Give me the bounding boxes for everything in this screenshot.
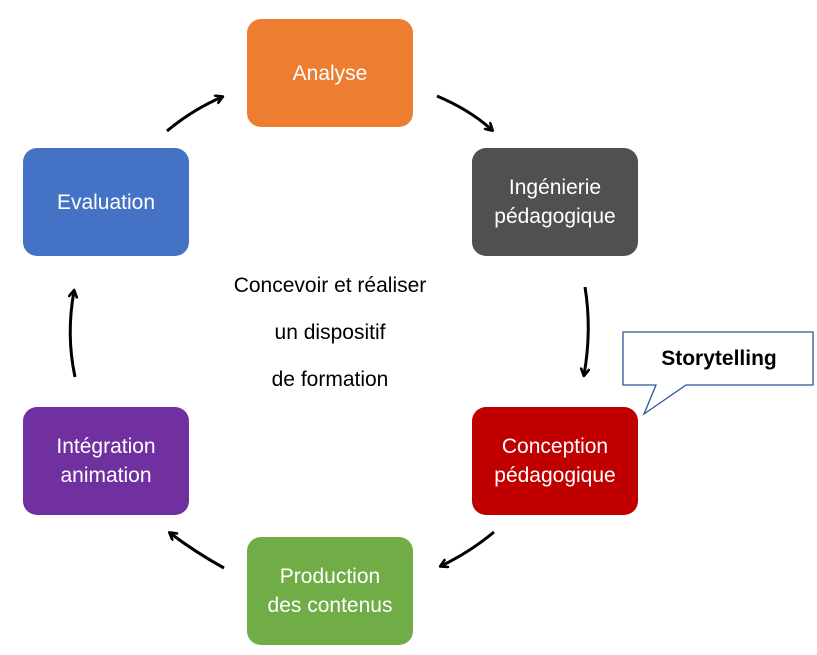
node-analyse-label: Analyse (292, 61, 368, 85)
node-integration-label-line2: animation (60, 464, 152, 487)
arrow-conception-to-production (441, 530, 495, 566)
callout-storytelling-label: Storytelling (661, 347, 777, 370)
node-production-des-contenus: Production des contenus (247, 537, 413, 645)
callout-bubble (622, 331, 814, 416)
arrow-production-to-integration (170, 533, 225, 570)
arrow-analyse-to-ingenierie (436, 94, 492, 130)
center-caption: Concevoir et réaliser un dispositif de f… (190, 262, 470, 403)
center-caption-line2: un dispositif (274, 321, 386, 344)
node-evaluation: Evaluation (23, 148, 189, 256)
node-production-label-line1: Production (279, 565, 381, 588)
node-analyse: Analyse (247, 19, 413, 127)
node-evaluation-label: Evaluation (56, 190, 156, 214)
node-integration-animation: Intégration animation (23, 407, 189, 515)
arrow-ingenierie-to-conception (584, 286, 588, 375)
arrow-integration-to-evaluation (70, 291, 75, 378)
node-integration-label-line1: Intégration (56, 435, 156, 458)
node-production-label-line2: des contenus (267, 594, 393, 617)
node-conception-label-line1: Conception (501, 435, 609, 458)
node-ingenierie-label-line2: pédagogique (494, 205, 616, 228)
arrow-evaluation-to-analyse (166, 97, 222, 133)
center-caption-line3: de formation (271, 368, 389, 391)
node-conception-label-line2: pédagogique (494, 464, 616, 487)
node-conception-pedagogique: Conception pédagogique (472, 407, 638, 515)
node-ingenierie-label-line1: Ingénierie (508, 176, 602, 199)
center-caption-line1: Concevoir et réaliser (233, 274, 427, 297)
node-ingenierie-pedagogique: Ingénierie pédagogique (472, 148, 638, 256)
